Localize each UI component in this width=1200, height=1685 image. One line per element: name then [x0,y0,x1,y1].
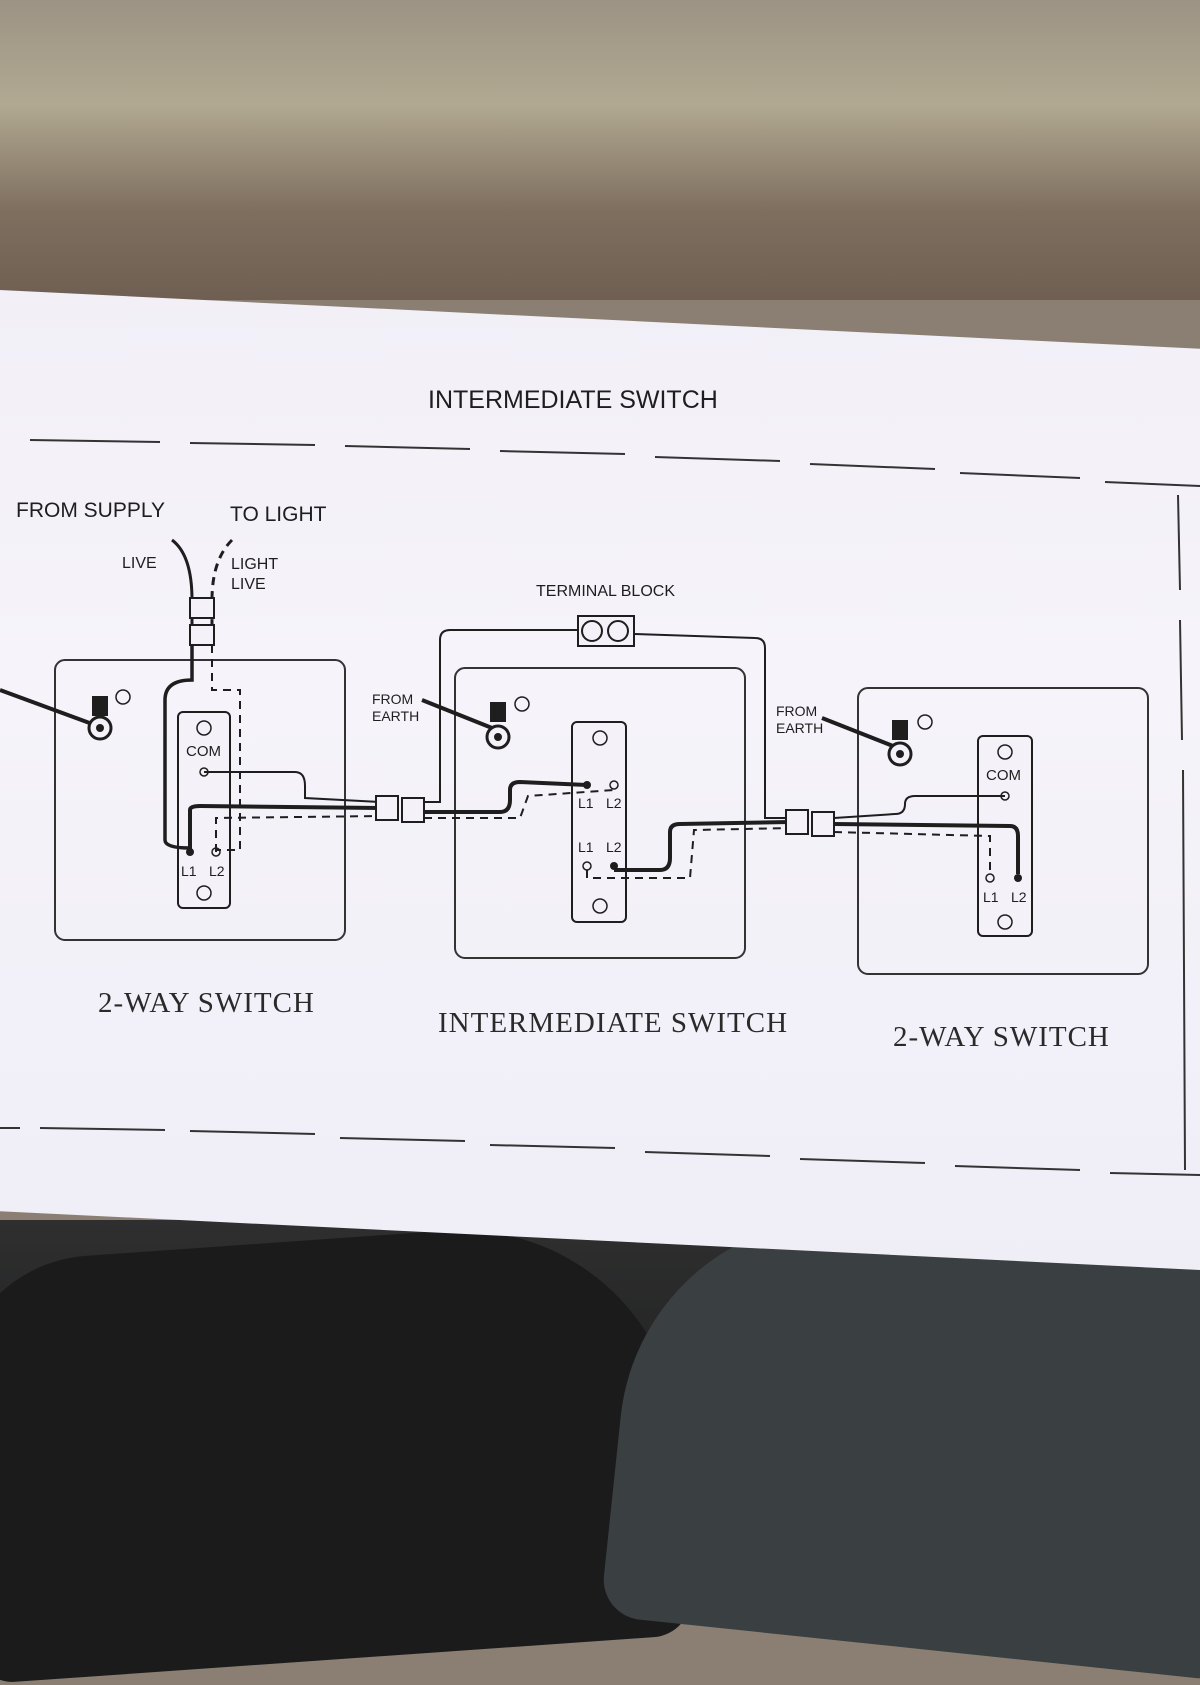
diagram-heading: INTERMEDIATE SWITCH [428,386,718,414]
terminal-block [577,615,635,647]
left-l1-label: L1 [181,863,197,879]
middle-top-l2-label: L2 [606,795,622,811]
terminal-block-label: TERMINAL BLOCK [536,583,675,600]
left-l2-strapper [215,815,381,852]
left-com-label: COM [186,743,221,760]
left-earth-screw-body [92,696,108,716]
light-live-label-line1: LIGHT [231,556,278,573]
middle-screw-top-icon [592,730,608,746]
right-switch-plate [977,735,1033,937]
middle-switch-caption: INTERMEDIATE SWITCH [438,1007,788,1039]
middle-bottom-l2-label: L2 [606,839,622,855]
left-2-way-switch: COM L1 L2 [0,645,346,941]
left-com-wire [204,771,381,803]
left-l2-label: L2 [209,863,225,879]
right-l1-label: L1 [983,889,999,905]
right-l2-terminal [1014,874,1022,882]
left-screw-top-icon [196,720,212,736]
connector-right-a [785,809,809,835]
right-from-earth-line1: FROM [776,703,817,719]
background-wall [0,0,1200,300]
middle-in-l1-wire [424,779,588,814]
bottom-dashed-line [0,1127,1200,1176]
top-dashed-line [29,439,1200,487]
connector-right-b [811,811,835,837]
left-screw-bottom-icon [196,885,212,901]
right-l1-terminal [985,873,995,883]
middle-top-l1-label: L1 [578,795,594,811]
middle-from-earth-line2: EARTH [372,708,419,724]
right-l2-strapper [833,822,1020,874]
middle-earth-icon [514,696,530,712]
left-light-live-loop [211,645,241,851]
right-switch-caption: 2-WAY SWITCH [893,1021,1110,1053]
left-switch-plate [177,711,231,909]
light-live-label-line2: LIVE [231,576,266,593]
right-earth-wire [821,716,894,748]
from-supply-label: FROM SUPPLY [16,499,165,522]
live-label: LIVE [122,555,157,572]
right-screw-bottom-icon [997,914,1013,930]
middle-out-l2-wire [614,820,791,872]
middle-out-l1-wire [586,827,791,879]
left-earth-icon [115,689,131,705]
right-com-wire [833,795,1005,819]
connector-left-b [401,797,425,823]
left-earth-wire [0,688,96,727]
middle-from-earth-line1: FROM [372,691,413,707]
right-screw-top-icon [997,744,1013,760]
right-com-label: COM [986,767,1021,784]
light-live-wire [210,538,234,640]
middle-screw-bottom-icon [592,898,608,914]
middle-bottom-l1-label: L1 [578,839,594,855]
to-light-label: TO LIGHT [230,503,327,526]
right-back-box [857,687,1149,975]
left-live-to-l1 [163,645,194,850]
right-border-line [1177,494,1186,1171]
left-l1-strapper [188,803,381,852]
connector-left-a [375,795,399,821]
right-2-way-switch: FROM EARTH COM L1 L2 [776,687,1149,975]
middle-top-l2-terminal [609,780,619,790]
left-switch-caption: 2-WAY SWITCH [98,987,315,1019]
right-earth-icon [917,714,933,730]
middle-earth-wire [421,698,493,730]
right-l1-strapper [833,831,991,874]
connector-bottom [189,624,215,646]
intermediate-switch: FROM EARTH L1 L2 L1 L2 [372,667,791,959]
connector-top [189,597,215,619]
terminal-block-left-wire [424,629,578,803]
right-from-earth-line2: EARTH [776,720,823,736]
middle-switch-plate [571,721,627,923]
middle-in-l2-wire [424,789,615,819]
wiring-diagram: INTERMEDIATE SWITCH FROM SUPPLY TO LIGHT… [0,386,1200,1176]
right-l2-label: L2 [1011,889,1027,905]
terminal-block-right-wire [633,633,790,819]
